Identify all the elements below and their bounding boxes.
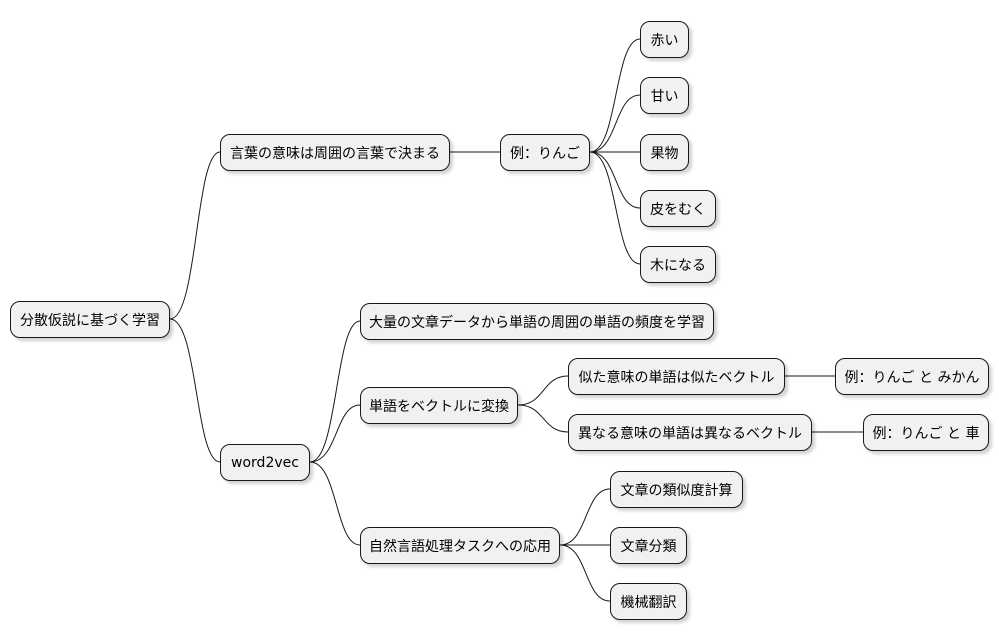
classification-node: 文章分類 bbox=[610, 527, 687, 564]
edge-conversion-different bbox=[517, 404, 569, 433]
attribute-fruit-node: 果物 bbox=[640, 134, 689, 171]
learning-node: 大量の文章データから単語の周囲の単語の頻度を学習 bbox=[360, 303, 714, 340]
root-node: 分散仮説に基づく学習 bbox=[10, 301, 170, 338]
edge-word2vec-applications bbox=[309, 461, 361, 546]
applications-node: 自然言語処理タスクへの応用 bbox=[360, 527, 560, 564]
similarity-calculation-node: 文章の類似度計算 bbox=[610, 471, 743, 508]
attribute-red-node: 赤い bbox=[640, 21, 689, 58]
edge-root-word2vec bbox=[169, 318, 221, 463]
similar-example-node: 例：りんご と みかん bbox=[835, 358, 989, 395]
attribute-peel-node: 皮をむく bbox=[640, 190, 716, 227]
edge-conversion-similar bbox=[517, 375, 569, 406]
attribute-tree-node: 木になる bbox=[640, 246, 716, 283]
edge-word2vec-learning bbox=[309, 320, 361, 463]
attribute-sweet-node: 甘い bbox=[640, 77, 689, 114]
apple-example-node: 例：りんご bbox=[500, 134, 590, 171]
edge-applications-translation bbox=[559, 544, 611, 602]
edge-example-red bbox=[589, 38, 641, 153]
edge-example-tree bbox=[589, 151, 641, 265]
translation-node: 機械翻訳 bbox=[610, 583, 687, 620]
meaning-branch-node: 言葉の意味は周囲の言葉で決まる bbox=[220, 134, 450, 171]
edge-root-meaning bbox=[169, 151, 221, 320]
similar-vector-node: 似た意味の単語は似たベクトル bbox=[568, 358, 785, 395]
edge-applications-similarity bbox=[559, 488, 611, 546]
word2vec-branch-node: word2vec bbox=[220, 444, 310, 481]
different-example-node: 例：りんご と 車 bbox=[863, 414, 989, 451]
edge-example-sweet bbox=[589, 94, 641, 153]
edge-word2vec-conversion bbox=[309, 404, 361, 463]
conversion-node: 単語をベクトルに変換 bbox=[360, 387, 518, 424]
edge-example-peel bbox=[589, 151, 641, 209]
different-vector-node: 異なる意味の単語は異なるベクトル bbox=[568, 414, 812, 451]
